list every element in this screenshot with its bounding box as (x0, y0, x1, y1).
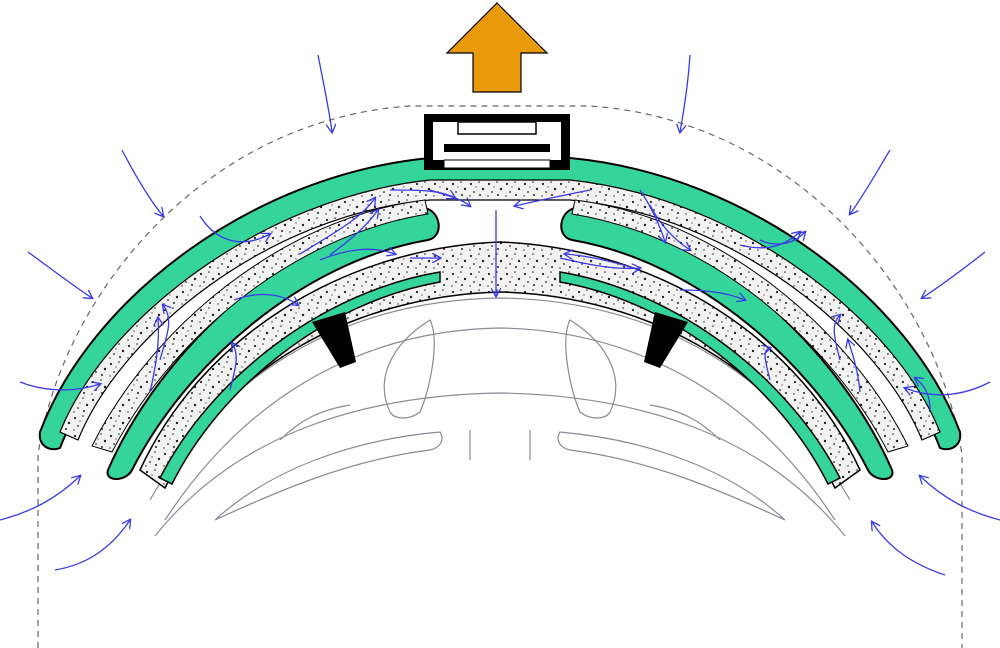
airflow-arrow (905, 381, 991, 395)
right-channel-foam (571, 199, 909, 453)
airflow-arrow (121, 149, 163, 216)
airflow-arrow (559, 257, 640, 268)
outer-shell-foam (59, 179, 941, 441)
airflow-arrow (649, 204, 690, 250)
outer-envelope-dashed (37, 105, 963, 648)
airflow-arrow (739, 232, 800, 249)
head-outline (149, 297, 851, 537)
airflow-arrow (429, 189, 470, 206)
inner-foam-band (139, 241, 861, 490)
airflow-arrows (0, 54, 1000, 576)
left-channel-foam (91, 199, 429, 453)
inner-green-left (158, 271, 441, 486)
airflow-arrow (317, 54, 332, 132)
airflow-arrow (565, 254, 641, 271)
airflow-arrow (759, 232, 805, 245)
airflow-arrow (920, 476, 1000, 521)
airflow-arrow (515, 189, 591, 206)
airflow-arrow (319, 249, 395, 261)
inner-green-right (559, 271, 842, 486)
left-spacer-pad (312, 312, 356, 368)
airflow-arrow (872, 522, 946, 576)
airflow-arrow (680, 54, 691, 132)
airflow-arrow (329, 210, 378, 256)
airflow-arrow (19, 382, 100, 390)
airflow-arrow (149, 318, 158, 393)
airflow-arrow (0, 476, 80, 521)
airflow-arrow (229, 343, 236, 391)
airflow-arrow (639, 189, 665, 242)
airflow-arrow (159, 305, 169, 361)
airflow-arrow (922, 251, 986, 298)
airflow-arrow (834, 315, 840, 361)
airflow-arrow (679, 289, 745, 300)
airflow-arrow (27, 251, 92, 298)
exhaust-arrow-icon (445, 2, 549, 93)
airflow-arrow (199, 215, 270, 243)
airflow-arrow (848, 340, 861, 393)
airflow-arrow (915, 378, 931, 411)
airflow-arrow (54, 520, 130, 571)
airflow-arrow (299, 198, 375, 255)
fan-unit-icon (424, 114, 570, 170)
right-spacer-pad (644, 312, 688, 368)
airflow-arrow (850, 149, 891, 214)
airflow-arrow (233, 293, 298, 305)
airflow-arrow (765, 348, 770, 381)
